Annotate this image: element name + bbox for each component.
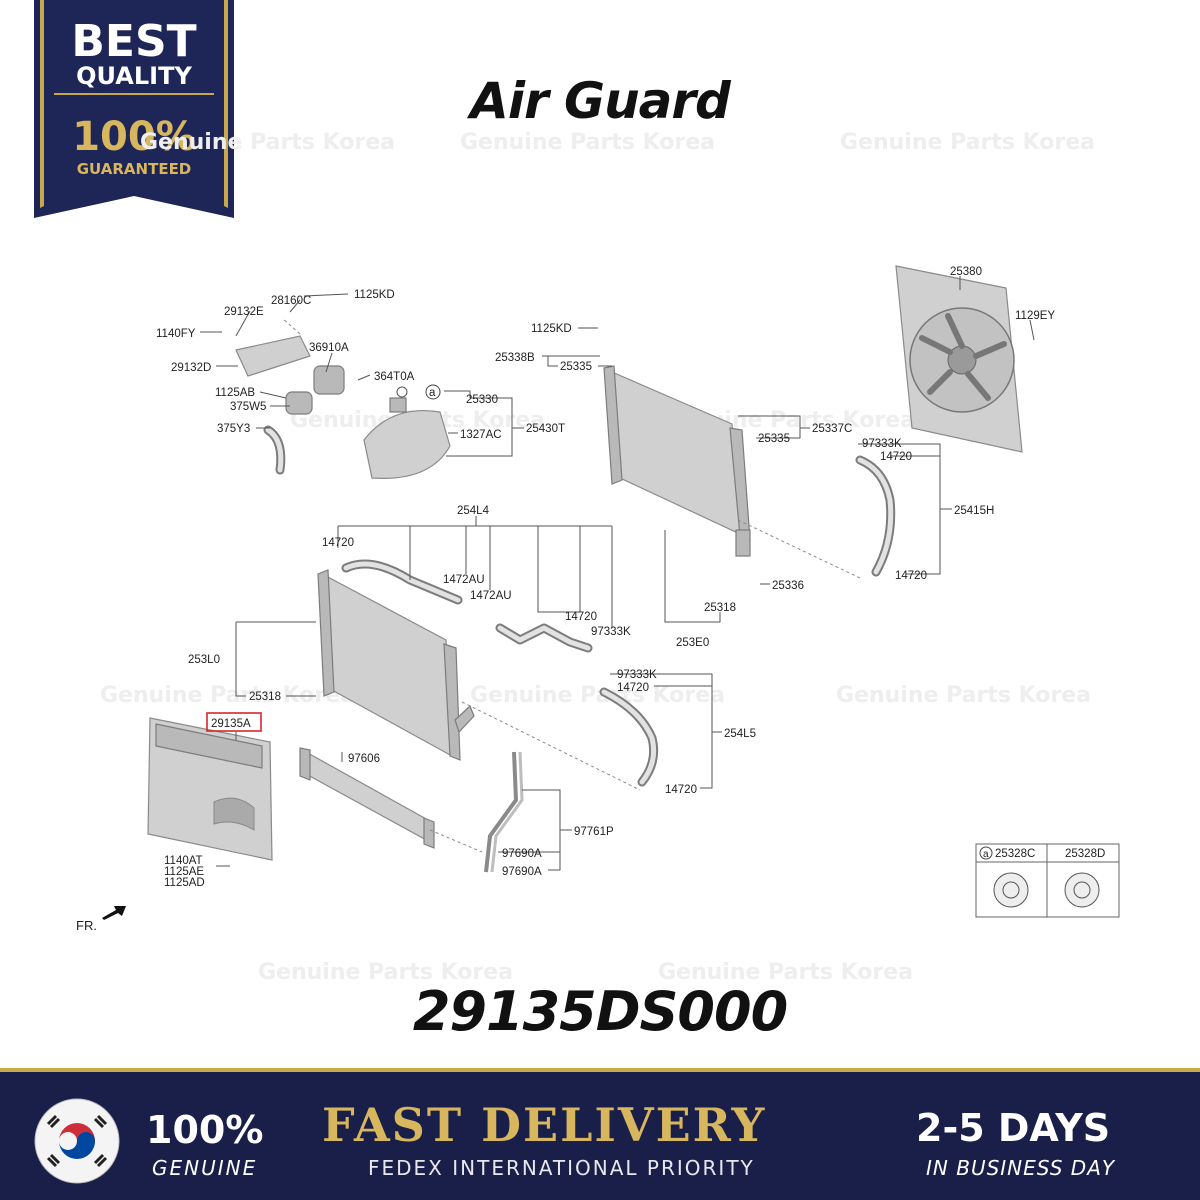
part-label: 254L5	[724, 728, 756, 740]
part-label: 25318	[249, 691, 281, 703]
part-label: 14720	[880, 451, 912, 463]
part-label: 14720	[565, 611, 597, 623]
callout-a-icon	[979, 846, 993, 860]
part-labels: 28160C 1125KD 29132E 1140FY 36910A 29132…	[76, 266, 1055, 933]
part-label: 25330	[466, 394, 498, 406]
best-quality-badge: BEST QUALITY 100% GUARANTEED	[34, 0, 234, 218]
air-guard	[147, 717, 273, 861]
genuine-percent: 100%	[146, 1108, 264, 1152]
watermark: Genuine Parts Korea	[836, 683, 1091, 708]
part-label: 25430T	[526, 423, 565, 435]
badge-line1: BEST	[71, 16, 196, 67]
part-label: 1129EY	[1015, 310, 1055, 322]
part-label: 29132D	[171, 362, 211, 374]
business-day-label: IN BUSINESS DAY	[926, 1156, 1116, 1180]
part-label: 25337C	[812, 423, 852, 435]
part-label: 97333K	[591, 626, 631, 638]
fedex-subline: FEDEX INTERNATIONAL PRIORITY	[368, 1156, 755, 1180]
callout-a-label: a	[983, 849, 989, 860]
part-label: 1472AU	[470, 590, 512, 602]
part-label: 97690A	[502, 866, 542, 878]
korea-flag-icon	[34, 1098, 120, 1184]
badge-line2: QUALITY	[76, 62, 192, 90]
part-label: 97333K	[617, 669, 657, 681]
watermark: Genuine Parts Korea	[840, 130, 1095, 155]
legend-label: 25328D	[1065, 848, 1105, 860]
part-label: 14720	[665, 784, 697, 796]
part-label: 1140FY	[156, 328, 196, 340]
clamp-d-icon	[1064, 872, 1100, 908]
badge-line3: 100%	[72, 114, 196, 160]
part-label: 253E0	[676, 637, 709, 649]
part-label: 25336	[772, 580, 804, 592]
part-label: 1472AU	[443, 574, 485, 586]
part-label: 1125AB	[215, 387, 255, 399]
radiator	[317, 569, 475, 761]
water-pump-assembly	[235, 335, 345, 475]
clamp-legend: a 25328C 25328D	[975, 843, 1120, 918]
part-label: 25338B	[495, 352, 535, 364]
part-label: 25380	[950, 266, 982, 278]
clamp-c-icon	[993, 872, 1029, 908]
front-arrow-icon	[102, 906, 126, 920]
leader-lines	[200, 276, 1035, 871]
radiator-rear	[603, 365, 751, 557]
part-label: 29132E	[224, 306, 264, 318]
part-label: 97690A	[502, 848, 542, 860]
part-label: 254L4	[457, 505, 490, 517]
part-label: 375W5	[230, 401, 266, 413]
part-label: 1327AC	[460, 429, 502, 441]
part-label: 25318	[704, 602, 736, 614]
watermark: Genuine Parts Korea	[258, 960, 513, 985]
condenser	[299, 747, 435, 849]
part-label: 1140AT	[164, 855, 203, 867]
part-label: 97333K	[862, 438, 902, 450]
part-label: 375Y3	[217, 423, 250, 435]
watermark: Genuine Parts Korea	[140, 130, 395, 155]
delivery-banner	[0, 1068, 1200, 1200]
part-label: 1125AD	[164, 877, 205, 889]
product-title: Air Guard	[470, 72, 731, 130]
highlight-box	[206, 712, 262, 732]
part-label: 14720	[895, 570, 927, 582]
part-label: 28160C	[271, 295, 311, 307]
part-label: 97761P	[574, 826, 614, 838]
legend-label: 25328C	[995, 848, 1035, 860]
fast-delivery-headline: FAST DELIVERY	[322, 1098, 767, 1152]
part-label: 29135A	[211, 718, 251, 730]
part-label: 36910A	[309, 342, 349, 354]
part-label: 14720	[617, 682, 649, 694]
part-label: 1125AE	[164, 866, 204, 878]
part-label: 25335	[758, 433, 790, 445]
part-label: 14720	[322, 537, 354, 549]
genuine-label: GENUINE	[152, 1156, 258, 1180]
part-label: 1125KD	[531, 323, 572, 335]
fan-shroud	[895, 265, 1023, 453]
part-label: 253L0	[188, 654, 220, 666]
part-label: 25415H	[954, 505, 994, 517]
callout-a-label: a	[429, 387, 436, 399]
watermark: Genuine Parts Korea	[658, 960, 913, 985]
watermark: Genuine Parts Korea	[470, 683, 725, 708]
watermark: Genuine Parts Korea	[460, 130, 715, 155]
part-number: 29135DS000	[412, 980, 788, 1043]
reservoir-tank	[363, 397, 451, 479]
part-label: 97606	[348, 753, 380, 765]
delivery-days: 2-5 DAYS	[916, 1106, 1111, 1150]
callout-a-icon	[425, 384, 441, 400]
badge-line4: GUARANTEED	[77, 160, 192, 178]
part-label: 364T0A	[374, 371, 415, 383]
part-label: 25335	[560, 361, 592, 373]
part-label: 1125KD	[354, 289, 395, 301]
front-direction-label: FR.	[76, 918, 97, 933]
